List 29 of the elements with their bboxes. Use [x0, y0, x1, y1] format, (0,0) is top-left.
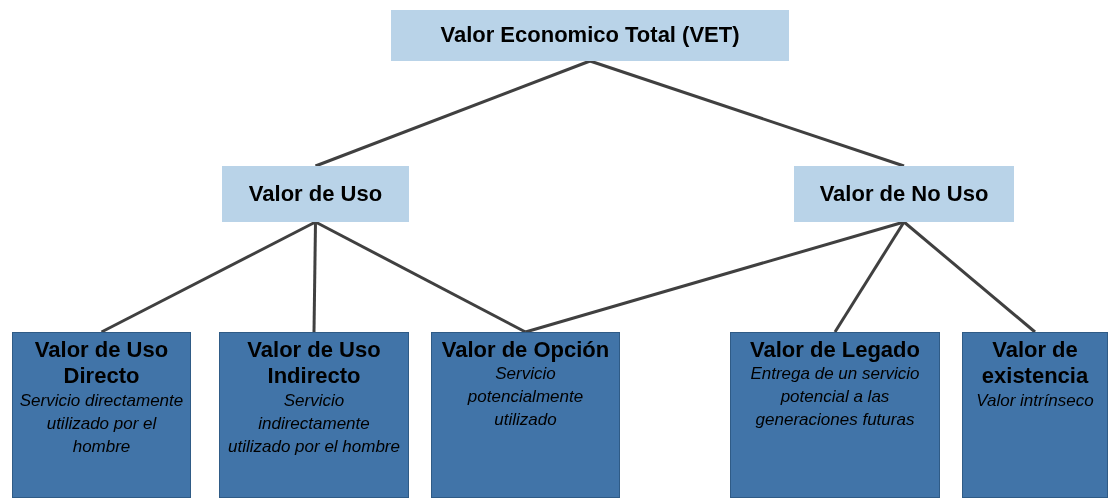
box-description: Entrega de un servicio potencial a las generaciones futuras [749, 363, 921, 432]
box-title: Valor de Opción [441, 337, 610, 364]
connector-line [589, 59, 905, 168]
connector-line [833, 221, 906, 333]
box-title: Valor de Uso [248, 180, 383, 208]
connector-line [314, 59, 591, 168]
box-title: Valor de Legado [750, 337, 920, 364]
connector-line [100, 220, 317, 334]
connector-line [314, 220, 527, 334]
connector-line [525, 220, 905, 334]
box-title: Valor de existencia [980, 337, 1090, 390]
box-title: Valor de No Uso [819, 180, 989, 208]
value-type-box [219, 332, 409, 498]
connector-line [903, 220, 1036, 334]
box-description: Servicio indirectamente utilizado por el hombre [227, 389, 401, 458]
connector-line [312, 221, 317, 333]
category-box [794, 166, 1014, 222]
box-description: Valor intrínseco [976, 389, 1094, 412]
box-title: Valor Economico Total (VET) [440, 22, 740, 49]
box-description: Servicio directamente utilizado por el hombre [19, 389, 184, 458]
value-type-box [431, 332, 620, 498]
box-title: Valor de Uso Indirecto [246, 337, 382, 390]
value-type-box [12, 332, 191, 498]
category-box [391, 10, 789, 61]
box-description: Servicio potencialmente utilizado [466, 363, 585, 432]
value-type-box [730, 332, 940, 498]
box-title: Valor de Uso Directo [33, 337, 170, 390]
value-type-box [962, 332, 1108, 498]
category-box [222, 166, 409, 222]
